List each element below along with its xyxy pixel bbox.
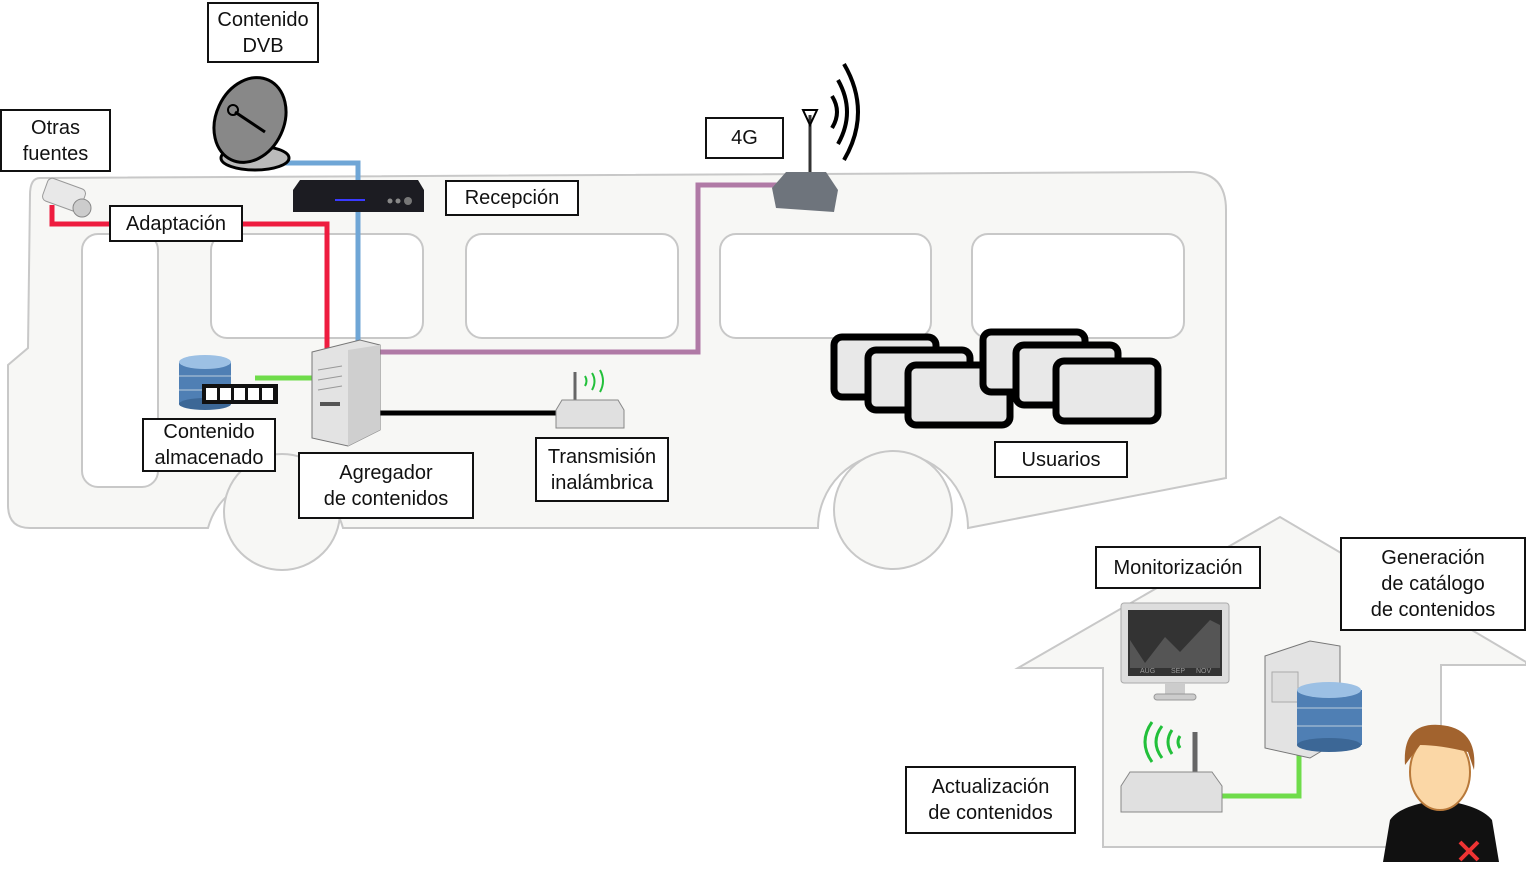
bus-window — [719, 233, 932, 339]
receiver-box-icon — [293, 180, 424, 212]
film-strip-icon — [202, 384, 278, 404]
label-recepcion: Recepción — [445, 180, 579, 216]
monitor-month-label: SEP — [1171, 668, 1185, 675]
label-otras-fuentes: Otras fuentes — [0, 109, 111, 172]
bus-window — [210, 233, 424, 339]
bus-window — [465, 233, 679, 339]
label-line: de contenidos — [928, 802, 1053, 824]
label-agregador: Agregador de contenidos — [298, 452, 474, 519]
label-line: Contenido — [217, 8, 309, 31]
dvb-link — [275, 160, 361, 345]
label-line: Actualización — [931, 776, 1050, 798]
label-line: Recepción — [464, 187, 560, 209]
label-line: Adaptación — [125, 212, 227, 235]
server-icon — [311, 339, 381, 447]
label-line: Otras — [31, 116, 80, 139]
label-line: de contenidos — [1370, 599, 1496, 621]
signal-waves-icon — [830, 62, 860, 162]
label-contenido-almacenado: Contenido almacenado — [142, 418, 276, 472]
label-4g: 4G — [705, 117, 784, 159]
label-line: 4G — [731, 127, 758, 149]
label-adaptacion: Adaptación — [109, 205, 243, 242]
monitor-month-label: NOV — [1196, 668, 1212, 675]
house-wifi-router-icon — [1120, 721, 1223, 813]
label-line: Usuarios — [1021, 448, 1101, 471]
4g-link — [380, 182, 785, 355]
label-line: Agregador — [339, 461, 433, 484]
label-line: de catálogo — [1381, 573, 1485, 595]
wifi-router-icon — [555, 369, 625, 429]
label-line: Monitorización — [1113, 556, 1243, 579]
label-line: fuentes — [22, 142, 89, 165]
label-line: Contenido — [163, 421, 255, 443]
bus-window — [971, 233, 1185, 339]
bus-wheel-front — [833, 450, 953, 570]
label-monitorizacion: Monitorización — [1095, 546, 1261, 589]
label-usuarios: Usuarios — [994, 441, 1128, 478]
bus-windows — [81, 233, 1185, 488]
label-actualizacion: Actualización de contenidos — [905, 766, 1076, 834]
monitor-chart-icon: AUG SEP NOV — [1120, 602, 1230, 701]
label-line: Transmisión — [547, 445, 657, 468]
camera-icon — [42, 177, 92, 218]
monitor-month-label: AUG — [1140, 668, 1155, 675]
label-transmision: Transmisión inalámbrica — [535, 437, 669, 502]
catalog-link — [1222, 755, 1302, 799]
label-line: inalámbrica — [550, 471, 654, 494]
satellite-dish-icon — [212, 76, 291, 172]
label-line: Generación — [1381, 547, 1485, 569]
label-generacion-catalogo: Generación de catálogo de contenidos — [1340, 537, 1526, 631]
label-line: DVB — [242, 34, 284, 57]
label-line: de contenidos — [323, 487, 449, 510]
catalog-database-icon — [1297, 682, 1362, 752]
4g-router-icon — [772, 109, 838, 212]
label-line: almacenado — [154, 447, 264, 469]
technician-avatar-icon — [1383, 724, 1499, 862]
tablet-devices-icon — [830, 328, 1162, 429]
